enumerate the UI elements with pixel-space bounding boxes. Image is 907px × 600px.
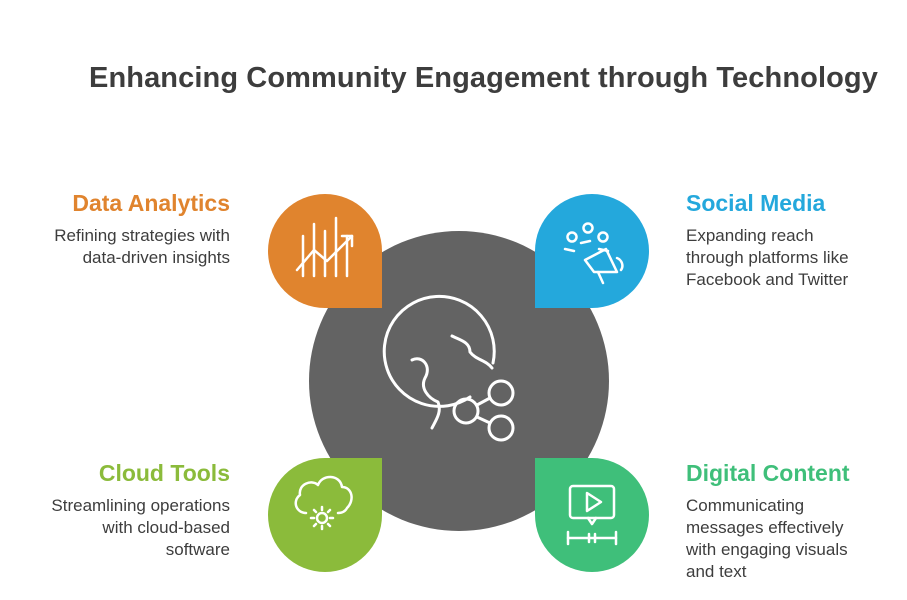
- digital-content-description: Communicating messages effectively with …: [686, 496, 848, 581]
- people-megaphone-icon: [563, 222, 624, 285]
- social-media-block: Social Media Expanding reach through pla…: [686, 189, 901, 291]
- petal-social-media: [535, 194, 649, 308]
- cloud-tools-description: Streamlining operations with cloud-based…: [51, 496, 230, 559]
- video-timeline-icon: [566, 484, 618, 546]
- center-circle: [309, 231, 609, 531]
- data-analytics-description: Refining strategies with data-driven ins…: [54, 226, 230, 267]
- chart-trend-up-icon: [295, 216, 354, 278]
- page-title: Enhancing Community Engagement through T…: [89, 62, 878, 94]
- cloud-tools-heading: Cloud Tools: [98, 460, 230, 486]
- cloud-tools-block: Cloud Tools Streamlining operations with…: [0, 459, 230, 561]
- digital-content-block: Digital Content Communicating messages e…: [686, 459, 901, 583]
- data-analytics-block: Data Analytics Refining strategies with …: [0, 189, 230, 269]
- data-analytics-heading: Data Analytics: [72, 190, 230, 216]
- social-media-heading: Social Media: [686, 190, 826, 216]
- petal-digital-content: [535, 458, 649, 572]
- social-media-description: Expanding reach through platforms like F…: [686, 226, 849, 289]
- cloud-gear-icon: [294, 475, 353, 531]
- digital-content-heading: Digital Content: [686, 460, 850, 486]
- globe-share-icon: [382, 294, 515, 442]
